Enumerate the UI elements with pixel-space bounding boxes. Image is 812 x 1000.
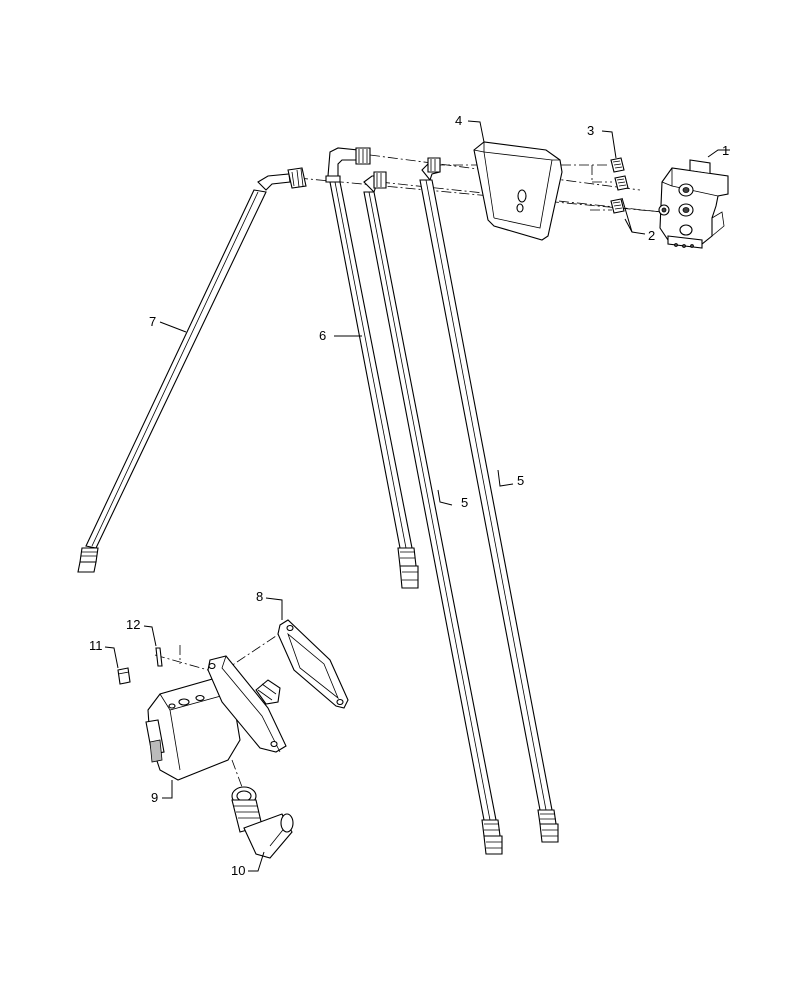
pin-part-12 [155,647,163,667]
elbow-fitting-part-10 [231,786,294,859]
leader-lines [104,120,730,872]
hose-part-5-left [363,171,503,855]
hose-part-7 [77,167,307,573]
callout-12: 12 [126,617,140,632]
hose-part-5-right [419,157,559,843]
steering-valve-part-1 [658,159,729,249]
pump-part-9 [145,655,287,781]
callout-5-right: 5 [517,473,524,488]
bracket-part-4 [473,141,563,241]
fitting-part-2-lower [610,198,625,214]
callout-9: 9 [151,790,158,805]
callout-4: 4 [455,113,462,128]
callout-1: 1 [722,143,729,158]
callout-5-left: 5 [461,495,468,510]
callout-3: 3 [587,123,594,138]
fitting-part-2-upper [614,175,629,191]
callout-7: 7 [149,314,156,329]
hose-part-6 [325,147,419,589]
gasket-part-8 [277,619,349,709]
plug-part-11 [117,667,131,685]
callout-8: 8 [256,589,263,604]
callout-6: 6 [319,328,326,343]
callout-10: 10 [231,863,245,878]
callout-labels: 1 2 3 4 5 5 6 7 8 9 10 11 12 [89,113,729,878]
callout-2: 2 [648,228,655,243]
callout-11: 11 [89,638,103,653]
fitting-part-3 [610,157,625,173]
